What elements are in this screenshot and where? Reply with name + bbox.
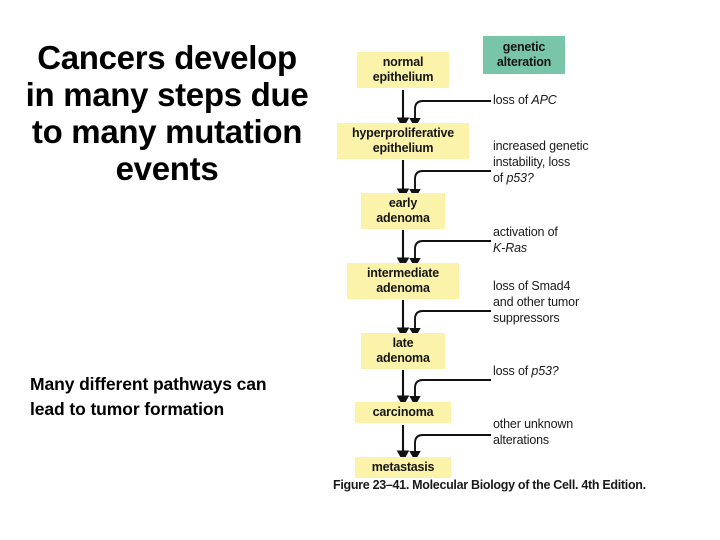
node-carcinoma: carcinoma <box>355 402 451 423</box>
node-normal-epithelium: normal epithelium <box>357 52 449 88</box>
elbow-arrow-3 <box>409 240 491 268</box>
node-late-adenoma: late adenoma <box>361 333 445 369</box>
figure-caption: Figure 23–41. Molecular Biology of the C… <box>333 478 646 492</box>
node-genetic-alteration: genetic alteration <box>483 36 565 74</box>
annotation-loss-of-apc: loss of APC <box>493 93 557 107</box>
elbow-arrow-5 <box>409 379 491 406</box>
pathway-figure: genetic alteration normal epithelium hyp… <box>325 28 697 510</box>
page-title: Cancers develop in many steps due to man… <box>25 39 309 187</box>
elbow-arrow-6 <box>409 434 491 461</box>
elbow-arrow-4 <box>409 310 491 338</box>
elbow-arrow-2 <box>409 170 491 199</box>
node-intermediate-adenoma: intermediate adenoma <box>347 263 459 299</box>
annotation-loss-of-p53: loss of p53? <box>493 364 559 378</box>
elbow-arrow-1 <box>409 100 491 128</box>
node-hyperproliferative-epithelium: hyperproliferative epithelium <box>337 123 469 159</box>
slide-subtext: Many different pathways can lead to tumo… <box>30 374 267 420</box>
node-early-adenoma: early adenoma <box>361 193 445 229</box>
node-metastasis: metastasis <box>355 457 451 478</box>
